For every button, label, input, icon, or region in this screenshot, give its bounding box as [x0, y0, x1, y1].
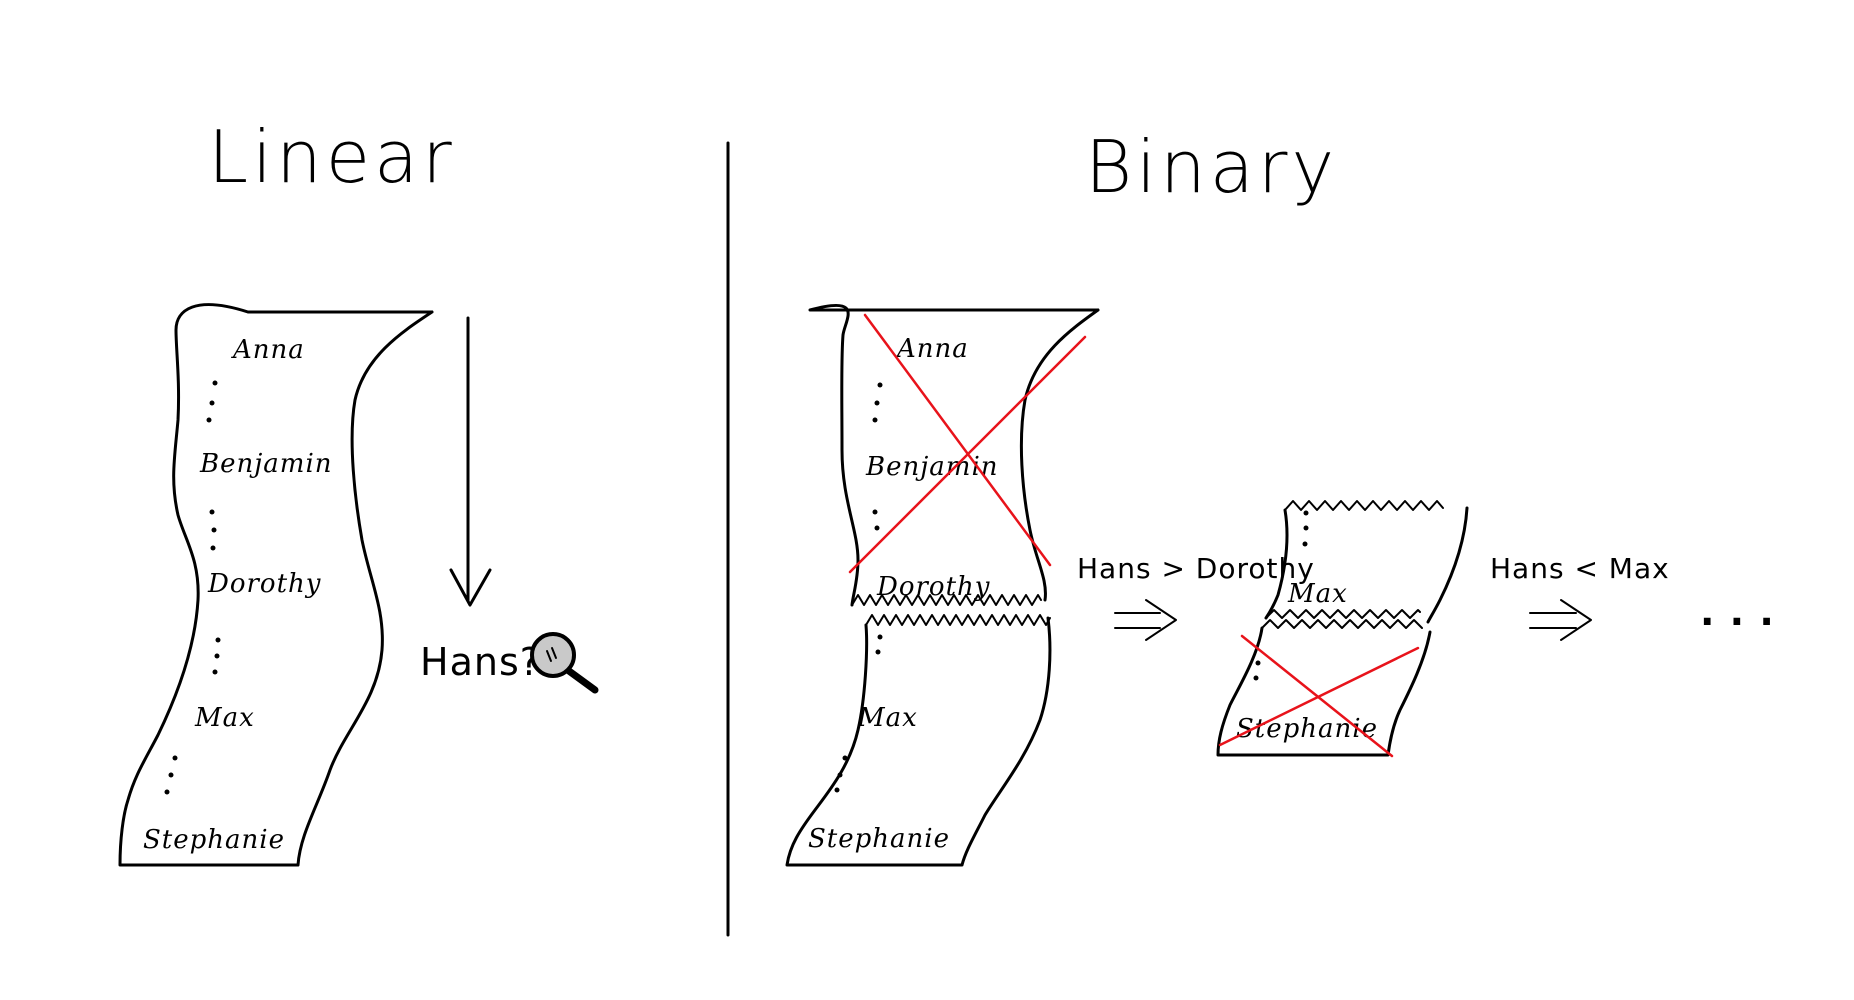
linear-name-anna: Anna — [231, 335, 305, 365]
linear-scroll: Anna Benjamin Dorothy Max Stephanie — [118, 303, 434, 867]
middle-outline-lower — [1216, 626, 1432, 757]
middle-outline-upper — [1264, 506, 1469, 624]
binary-bottom-name-max: Max — [857, 703, 918, 733]
middle-name-max: Max — [1287, 579, 1348, 609]
middle-tear-top — [1284, 500, 1444, 511]
middle-tear-bottom — [1261, 609, 1423, 629]
tear-edge-bottom — [865, 614, 1051, 626]
cross-out-middle-b — [1218, 646, 1420, 747]
tear-edge-top — [851, 594, 1042, 606]
step1-label: Hans > Dorothy — [1077, 552, 1315, 585]
linear-scan-arrow — [449, 316, 492, 607]
cross-out-middle-a — [1240, 634, 1394, 758]
linear-name-max: Max — [194, 703, 255, 733]
binary-scroll-top-outline — [808, 303, 1100, 607]
magnifier-icon — [530, 632, 599, 694]
binary-bottom-name-stephanie: Stephanie — [808, 824, 950, 854]
middle-name-stephanie: Stephanie — [1236, 714, 1378, 744]
continuation-ellipsis: . . . — [1700, 590, 1775, 634]
linear-name-benjamin: Benjamin — [199, 449, 333, 479]
binary-name-dorothy: Dorothy — [876, 572, 990, 602]
binary-scroll-bottom: Max Stephanie — [785, 614, 1052, 867]
step2-double-arrow — [1529, 599, 1592, 641]
linear-query: Hans? — [420, 640, 541, 684]
linear-scroll-outline — [118, 303, 434, 867]
binary-name-benjamin: Benjamin — [865, 452, 999, 482]
binary-scroll-bottom-outline — [785, 616, 1052, 867]
binary-scroll-middle: Max Stephanie — [1216, 500, 1469, 758]
cross-out-top-a — [863, 313, 1052, 567]
linear-title: Linear — [208, 115, 456, 199]
binary-title: Binary — [1085, 125, 1338, 209]
step2-label: Hans < Max — [1490, 552, 1670, 585]
cross-out-top-b — [848, 335, 1087, 574]
step1-double-arrow — [1114, 599, 1177, 641]
binary-scroll-top: Anna Benjamin Dorothy — [808, 303, 1100, 607]
linear-name-dorothy: Dorothy — [207, 569, 321, 599]
linear-name-stephanie: Stephanie — [143, 825, 285, 855]
binary-name-anna: Anna — [895, 334, 969, 364]
